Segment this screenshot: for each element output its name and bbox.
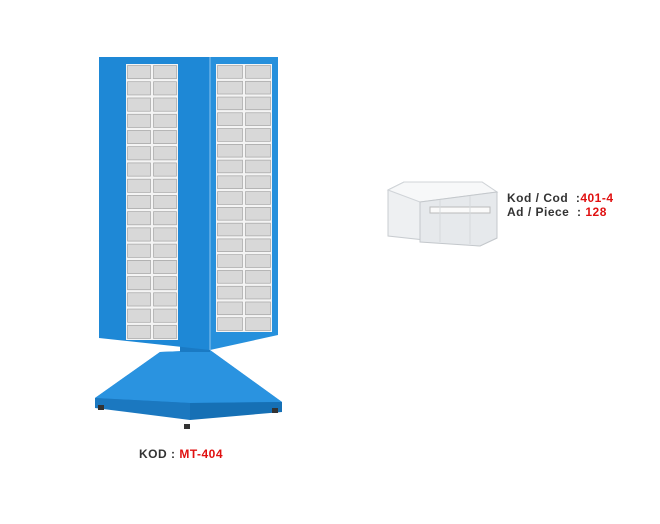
- small-drawer: [127, 97, 151, 112]
- foot: [184, 424, 190, 429]
- small-drawer: [245, 175, 271, 189]
- small-drawer: [217, 207, 243, 221]
- small-drawer: [245, 317, 271, 331]
- small-drawer: [127, 162, 151, 177]
- small-drawer: [245, 285, 271, 300]
- small-drawer: [217, 238, 243, 252]
- small-drawer: [127, 308, 151, 323]
- small-drawer: [245, 270, 271, 284]
- small-drawer: [153, 195, 177, 209]
- small-drawer: [217, 175, 243, 189]
- small-drawer: [153, 211, 177, 226]
- small-drawer: [245, 65, 271, 79]
- small-drawer: [245, 207, 271, 221]
- small-drawer: [127, 113, 151, 128]
- small-drawer: [217, 128, 243, 142]
- foot: [98, 405, 104, 410]
- small-drawer: [127, 130, 151, 144]
- drawer-image: [386, 181, 499, 247]
- small-drawer: [217, 80, 243, 95]
- small-drawer: [217, 301, 243, 316]
- small-drawer: [245, 128, 271, 142]
- foot: [272, 408, 278, 413]
- small-drawer: [245, 222, 271, 237]
- small-drawer: [127, 292, 151, 307]
- product-code-label: KOD :: [139, 447, 176, 461]
- small-drawer: [217, 191, 243, 205]
- drawer-piece-sep: :: [577, 205, 582, 219]
- small-drawer: [153, 227, 177, 242]
- small-drawer: [245, 238, 271, 252]
- small-drawer: [245, 96, 271, 111]
- small-drawer: [217, 317, 243, 331]
- small-drawer: [127, 178, 151, 193]
- small-drawer: [153, 65, 177, 80]
- small-drawer: [217, 144, 243, 158]
- small-drawer: [217, 159, 243, 174]
- small-drawer: [153, 260, 177, 274]
- small-drawer: [217, 65, 243, 79]
- product-code: KOD : MT-404: [139, 447, 223, 461]
- small-drawer: [153, 308, 177, 323]
- small-drawer: [217, 270, 243, 284]
- small-drawer: [245, 301, 271, 316]
- small-drawer: [245, 254, 271, 268]
- small-drawer: [153, 146, 177, 161]
- drawer-piece-label: Ad / Piece: [507, 205, 570, 219]
- small-drawer: [153, 162, 177, 177]
- product-code-value: MT-404: [179, 447, 224, 461]
- small-drawer: [217, 96, 243, 111]
- small-drawer: [217, 222, 243, 237]
- small-drawer: [127, 324, 151, 339]
- small-drawer: [127, 146, 151, 161]
- drawer-code-label: Kod / Cod: [507, 191, 569, 205]
- small-drawer: [127, 243, 151, 258]
- small-drawer: [153, 324, 177, 339]
- drawer-code-sep: :: [575, 191, 581, 205]
- small-drawer: [153, 243, 177, 258]
- drawer-piece: Ad / Piece : 128: [507, 205, 607, 219]
- small-drawer: [153, 130, 177, 144]
- small-drawer: [245, 80, 271, 95]
- small-drawer: [127, 260, 151, 274]
- small-drawer: [245, 144, 271, 158]
- small-drawer: [153, 97, 177, 112]
- small-drawer: [127, 195, 151, 209]
- small-drawer: [245, 191, 271, 205]
- small-drawer: [153, 113, 177, 128]
- small-drawer: [127, 211, 151, 226]
- drawer-piece-value: 128: [585, 205, 607, 219]
- small-drawer: [153, 276, 177, 291]
- drawer-grid-right: [216, 64, 272, 332]
- small-drawer: [245, 112, 271, 126]
- drawer-grid-left: [126, 64, 178, 340]
- drawer-code: Kod / Cod :401-4: [507, 191, 614, 205]
- small-drawer: [217, 285, 243, 300]
- small-drawer: [153, 81, 177, 96]
- small-drawer: [127, 81, 151, 96]
- small-drawer: [127, 227, 151, 242]
- drawer-code-value: 401-4: [580, 191, 614, 205]
- small-drawer: [217, 254, 243, 268]
- small-drawer: [245, 159, 271, 174]
- small-drawer: [153, 178, 177, 193]
- small-drawer: [153, 292, 177, 307]
- small-drawer: [127, 65, 151, 80]
- small-drawer: [217, 112, 243, 126]
- small-drawer: [127, 276, 151, 291]
